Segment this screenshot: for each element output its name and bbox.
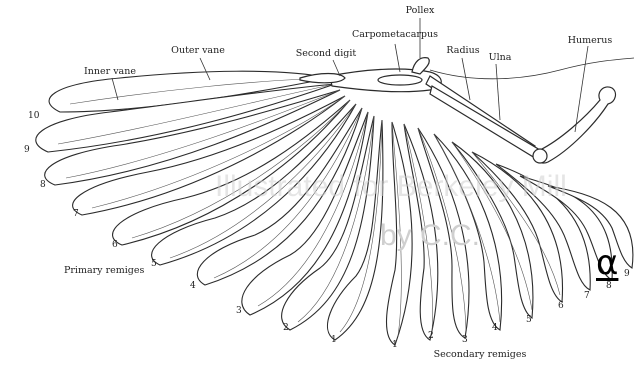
secondary-number: 3	[462, 335, 468, 345]
primary-number: 3	[236, 306, 242, 316]
carpometacarpus-opening	[378, 75, 422, 85]
primary-number: 7	[73, 209, 79, 219]
label-outer-vane: Outer vane	[171, 45, 225, 56]
label-pollex: Pollex	[406, 5, 435, 16]
secondary-number: 2	[428, 331, 434, 341]
secondary-number: 9	[624, 269, 630, 279]
secondary-number: 4	[492, 323, 498, 333]
alpha-symbol: α	[596, 246, 618, 280]
secondary-number: 7	[584, 291, 590, 301]
label-secondary-remiges: Secondary remiges	[434, 349, 527, 360]
primary-number: 6	[112, 240, 118, 250]
body-contour	[430, 58, 634, 79]
watermark-line2: by C.C.	[380, 219, 480, 252]
primary-number: 4	[190, 281, 196, 291]
humerus-bone	[536, 87, 616, 163]
primary-number: 2	[283, 323, 289, 333]
label-radius: Radius	[446, 45, 479, 56]
secondary-number: 6	[558, 301, 564, 311]
watermark-line1: Illustrated for Berkeley Mill	[215, 170, 567, 203]
primary-number: 10	[28, 111, 40, 121]
primary-remiges-group	[36, 71, 383, 340]
primary-number: 1	[331, 335, 337, 345]
primary-number: 8	[40, 180, 46, 190]
secondary-number: 1	[392, 340, 398, 350]
primary-number: 5	[151, 259, 157, 269]
elbow-joint	[533, 149, 547, 163]
primary-number: 9	[24, 145, 30, 155]
label-primary-remiges: Primary remiges	[64, 265, 144, 276]
label-humerus: Humerus	[568, 35, 613, 46]
label-carpometacarpus: Carpometacarpus	[352, 29, 438, 40]
secondary-number: 5	[526, 315, 532, 325]
label-ulna: Ulna	[489, 52, 512, 63]
label-inner-vane: Inner vane	[84, 66, 136, 77]
label-second-digit: Second digit	[296, 48, 357, 59]
